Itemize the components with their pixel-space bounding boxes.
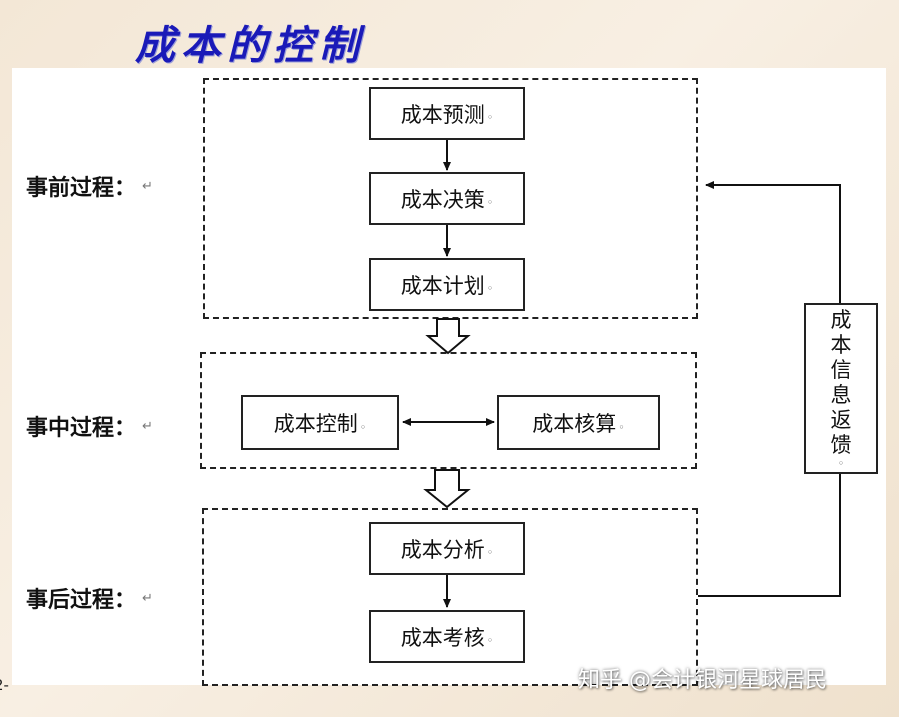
stage-label-mid-text: 事中过程： (26, 416, 137, 441)
node-cost-control-label: 成本控制 (273, 411, 358, 436)
end-mark: ◦ (837, 456, 845, 470)
node-cost-decision: 成本决策◦ (369, 172, 525, 225)
post-process-group (202, 508, 698, 686)
end-mark: ◦ (486, 282, 494, 295)
node-cost-assessment: 成本考核◦ (369, 610, 525, 663)
node-cost-control: 成本控制◦ (241, 395, 399, 450)
node-cost-analysis-label: 成本分析 (400, 537, 485, 562)
feedback-char: 信 (830, 357, 852, 382)
node-cost-decision-label: 成本决策 (400, 187, 485, 212)
feedback-char: 成 (830, 307, 852, 332)
node-cost-analysis: 成本分析◦ (369, 522, 525, 575)
feedback-char: 馈 (830, 432, 852, 457)
stage-label-pre-text: 事前过程： (26, 176, 137, 201)
feedback-char: 本 (830, 332, 852, 357)
page-title: 成本的控制 (135, 22, 365, 69)
end-mark: ◦ (486, 111, 494, 124)
node-cost-info-feedback: 成 本 信 息 返 馈 ◦ (804, 303, 878, 474)
feedback-char: 息 (830, 382, 852, 407)
end-mark: ◦ (359, 421, 367, 434)
end-mark: ◦ (618, 421, 625, 434)
paragraph-mark: ↵ (142, 418, 153, 434)
watermark: 知乎 @会计银河星球居民 (578, 668, 827, 693)
node-cost-forecast-label: 成本预测 (400, 102, 485, 127)
stage-label-post-text: 事后过程： (26, 588, 137, 613)
node-cost-assessment-label: 成本考核 (400, 625, 485, 650)
paragraph-mark: ↵ (142, 590, 153, 606)
node-cost-plan: 成本计划◦ (369, 258, 525, 311)
paragraph-mark: ↵ (142, 178, 153, 194)
end-mark: ◦ (486, 546, 494, 559)
node-cost-forecast: 成本预测◦ (369, 87, 525, 140)
node-cost-plan-label: 成本计划 (400, 273, 485, 298)
page-number: 2- (0, 676, 9, 694)
end-mark: ◦ (486, 196, 494, 209)
stage-label-pre: 事前过程： ↵ (26, 170, 153, 202)
node-cost-accounting: 成本核算◦ (497, 395, 660, 450)
node-cost-accounting-label: 成本核算 (532, 411, 617, 436)
stage-label-mid: 事中过程： ↵ (26, 410, 153, 442)
feedback-char: 返 (830, 407, 852, 432)
end-mark: ◦ (486, 634, 494, 647)
stage-label-post: 事后过程： ↵ (26, 582, 153, 614)
